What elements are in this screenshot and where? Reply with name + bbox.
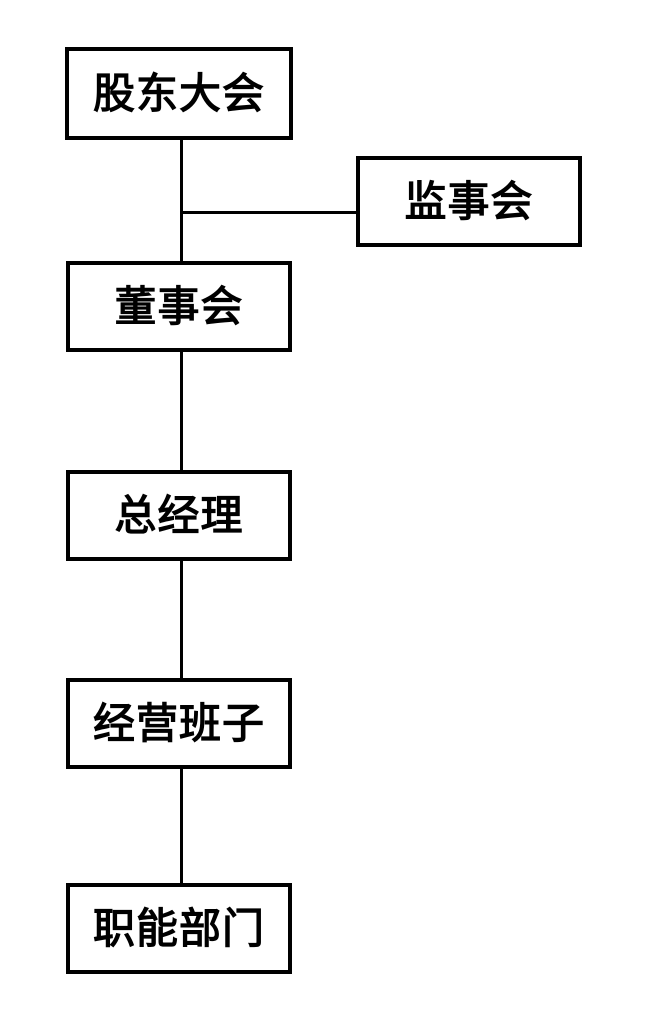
node-supervisory-board-label: 监事会: [404, 177, 534, 225]
node-board-of-directors: 董事会: [66, 261, 292, 352]
connector-branch-to-supervisory-board: [181, 211, 356, 214]
node-functional-departments-label: 职能部门: [92, 904, 265, 952]
connector-management-team-to-departments: [180, 769, 183, 883]
node-shareholders-meeting-label: 股东大会: [92, 69, 265, 117]
node-management-team: 经营班子: [66, 678, 292, 769]
connector-shareholders-to-directors: [180, 140, 183, 261]
node-board-of-directors-label: 董事会: [114, 282, 244, 330]
node-general-manager: 总经理: [66, 470, 292, 561]
node-functional-departments: 职能部门: [66, 883, 292, 974]
node-shareholders-meeting: 股东大会: [65, 47, 293, 140]
node-supervisory-board: 监事会: [356, 156, 582, 247]
connector-directors-to-general-manager: [180, 352, 183, 470]
node-general-manager-label: 总经理: [114, 491, 244, 539]
node-management-team-label: 经营班子: [92, 699, 265, 747]
connector-general-manager-to-management-team: [180, 561, 183, 678]
